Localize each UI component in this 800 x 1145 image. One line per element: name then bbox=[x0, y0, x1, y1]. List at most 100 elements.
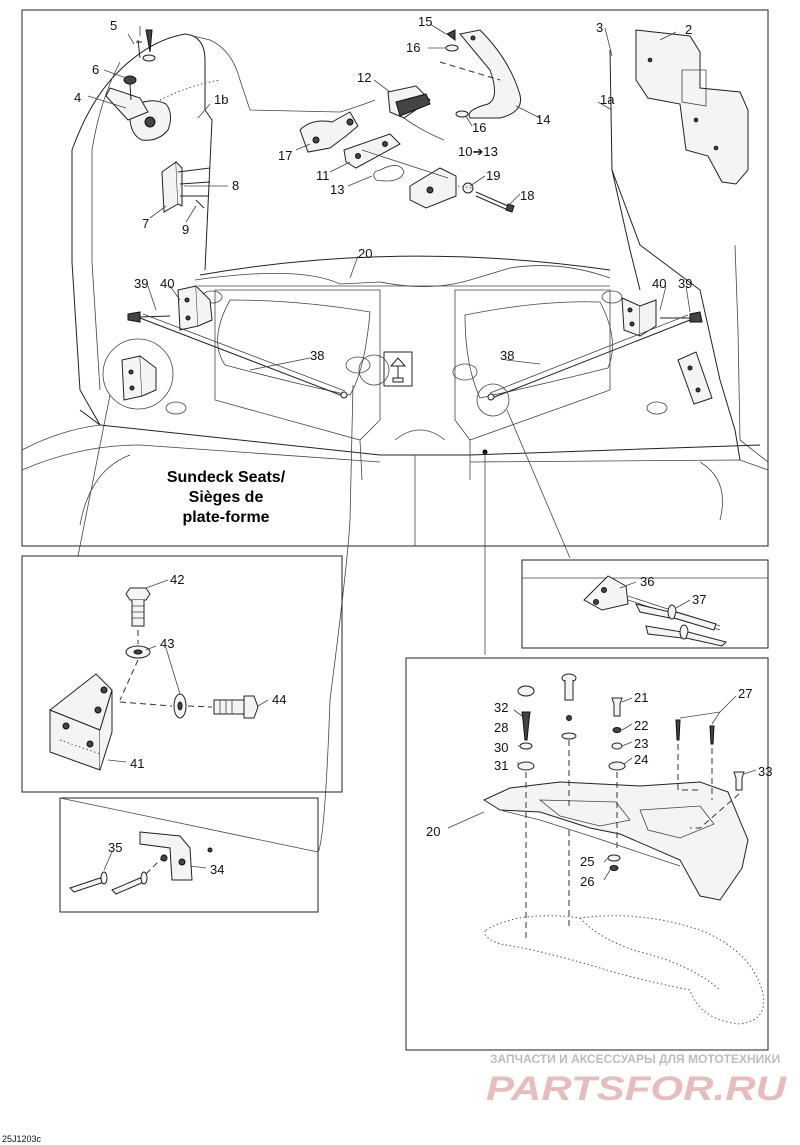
rivet-37 bbox=[635, 603, 727, 647]
support-rod-right-38 bbox=[491, 319, 691, 399]
label-17: 17 bbox=[278, 148, 292, 163]
screw-28 bbox=[521, 711, 531, 741]
label-19: 19 bbox=[486, 168, 500, 183]
label-2: 2 bbox=[685, 22, 692, 37]
spring-13 bbox=[373, 165, 405, 182]
label-12: 12 bbox=[357, 70, 371, 85]
latch-plate-11 bbox=[343, 133, 401, 169]
left-side-panel-1b bbox=[71, 150, 101, 426]
diagram-title-line-2: Sièges de bbox=[189, 489, 264, 506]
label-43: 43 bbox=[160, 636, 174, 651]
label-15: 15 bbox=[418, 14, 432, 29]
watermark-logo: PARTSFOR.RU bbox=[486, 1070, 788, 1108]
label-28: 28 bbox=[494, 720, 508, 735]
label-4: 4 bbox=[74, 90, 81, 105]
bolt-42 bbox=[125, 587, 151, 627]
label-1a: 1a bbox=[600, 92, 615, 107]
bolt-44 bbox=[213, 695, 259, 719]
watermark-caption: ЗАПЧАСТИ И АКСЕССУАРЫ ДЛЯ МОТОТЕХНИКИ bbox=[490, 1052, 780, 1066]
label-31: 31 bbox=[494, 758, 508, 773]
washer-24 bbox=[608, 761, 626, 771]
strap-14 bbox=[459, 29, 522, 119]
label-6: 6 bbox=[92, 62, 99, 77]
label-35: 35 bbox=[108, 840, 122, 855]
bolt-18 bbox=[475, 191, 509, 207]
washer-25 bbox=[607, 854, 621, 862]
label-33: 33 bbox=[758, 764, 772, 779]
label-34: 34 bbox=[210, 862, 224, 877]
main-view-frame bbox=[21, 9, 769, 547]
detail-circle-rod-end bbox=[476, 383, 510, 417]
hinge-left-lower bbox=[121, 355, 157, 401]
label-18: 18 bbox=[520, 188, 534, 203]
label-13: 13 bbox=[330, 182, 344, 197]
bolt-21 bbox=[611, 697, 623, 717]
support-rod-left-38 bbox=[139, 317, 344, 397]
platform-rear-edge bbox=[199, 255, 611, 276]
label-11: 11 bbox=[316, 168, 330, 183]
latch-receiver bbox=[409, 167, 457, 209]
label-23: 23 bbox=[634, 736, 648, 751]
diagram-title-line-1: Sundeck Seats/ bbox=[167, 469, 286, 486]
hinge-41 bbox=[49, 673, 113, 771]
label-38-left: 38 bbox=[310, 348, 324, 363]
label-20-detail: 20 bbox=[426, 824, 440, 839]
label-8: 8 bbox=[232, 178, 239, 193]
bracket-36 bbox=[583, 575, 629, 611]
seat-cushion bbox=[484, 915, 765, 1025]
label-41: 41 bbox=[130, 756, 144, 771]
clip-7 bbox=[161, 161, 183, 213]
label-25: 25 bbox=[580, 854, 594, 869]
latch-bracket-17 bbox=[299, 111, 359, 153]
label-39-left: 39 bbox=[134, 276, 148, 291]
label-27: 27 bbox=[738, 686, 752, 701]
hinge-left-upper bbox=[177, 285, 213, 331]
washer-31 bbox=[517, 761, 535, 771]
right-side-panel-1a bbox=[609, 49, 641, 291]
diagram-title-line-3: plate-forme bbox=[182, 509, 269, 526]
nut-22 bbox=[612, 727, 622, 733]
hinge-detail-frame bbox=[21, 555, 343, 793]
washer-30 bbox=[519, 742, 533, 750]
screw-27-a bbox=[675, 719, 681, 741]
drawing-code: 25J1203c bbox=[2, 1134, 42, 1144]
label-39-right: 39 bbox=[678, 276, 692, 291]
label-7: 7 bbox=[142, 216, 149, 231]
label-32: 32 bbox=[494, 700, 508, 715]
label-40-left: 40 bbox=[160, 276, 174, 291]
pin-detail-frame bbox=[521, 559, 769, 649]
label-37: 37 bbox=[692, 592, 706, 607]
screw-27-b bbox=[709, 725, 715, 745]
hinge-right-lower bbox=[677, 351, 713, 405]
label-44: 44 bbox=[272, 692, 286, 707]
label-1b: 1b bbox=[214, 92, 228, 107]
label-5: 5 bbox=[110, 18, 117, 33]
label-30: 30 bbox=[494, 740, 508, 755]
label-36: 36 bbox=[640, 574, 654, 589]
bracket-34 bbox=[139, 831, 193, 881]
backrest-pad-2 bbox=[635, 29, 749, 185]
label-14: 14 bbox=[536, 112, 550, 127]
label-16-upper: 16 bbox=[406, 40, 420, 55]
label-16-lower: 16 bbox=[472, 120, 486, 135]
rivet-35-a bbox=[69, 877, 105, 893]
label-10-13: 10➔13 bbox=[458, 144, 498, 159]
label-22: 22 bbox=[634, 718, 648, 733]
hinge-right-upper bbox=[621, 297, 657, 337]
bolt-33 bbox=[733, 771, 745, 791]
label-42: 42 bbox=[170, 572, 184, 587]
washer-23 bbox=[611, 742, 623, 750]
label-26: 26 bbox=[580, 874, 594, 889]
cap-32 bbox=[517, 685, 535, 697]
nut-26 bbox=[609, 865, 619, 871]
rivet-detail-frame bbox=[59, 797, 319, 913]
seat-base-20 bbox=[482, 781, 749, 901]
label-3: 3 bbox=[596, 20, 603, 35]
label-38-right: 38 bbox=[500, 348, 514, 363]
grab-handle-4 bbox=[105, 87, 172, 141]
rivet-35-b bbox=[111, 877, 145, 895]
seat-detail-frame bbox=[405, 657, 769, 1051]
label-20-main: 20 bbox=[358, 246, 372, 261]
